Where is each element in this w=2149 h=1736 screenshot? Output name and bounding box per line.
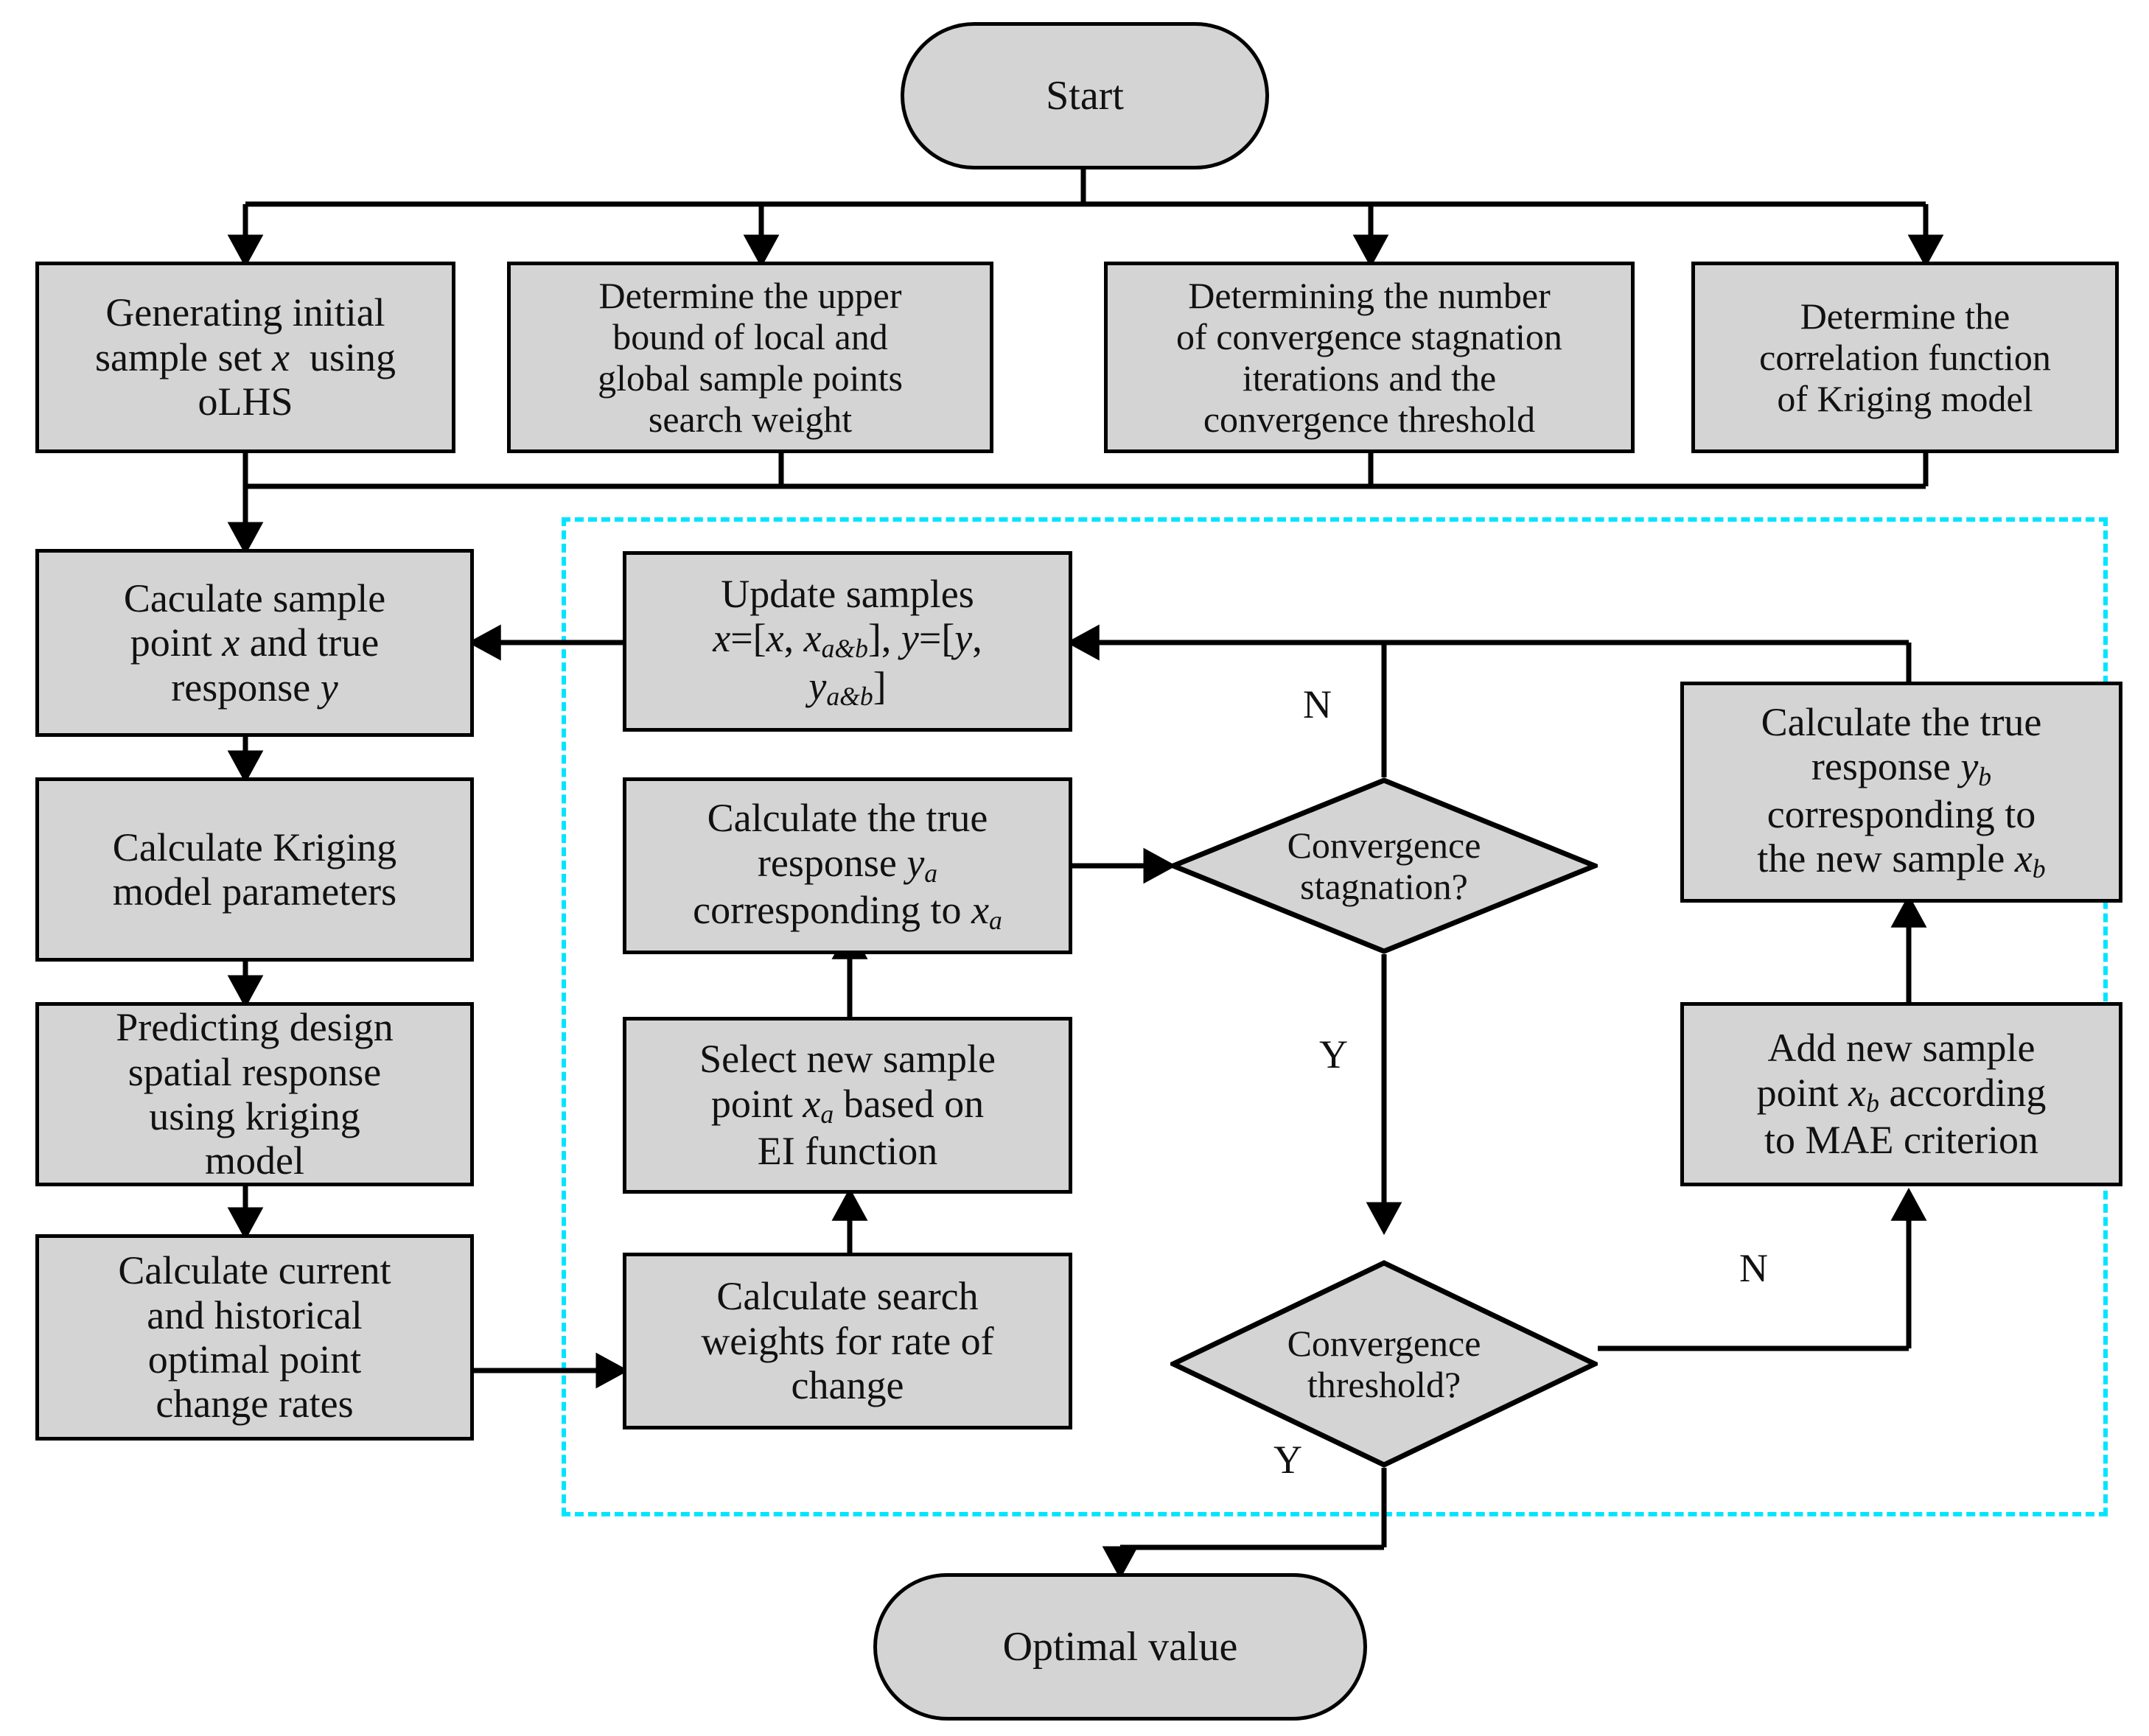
node-start-label: Start xyxy=(1046,72,1124,119)
node-optimal-value[interactable]: Optimal value xyxy=(873,1573,1367,1721)
edge-label-stagnation-no: N xyxy=(1303,682,1332,727)
edge-label-threshold-yes: Y xyxy=(1273,1438,1302,1482)
edge-label-threshold-no: N xyxy=(1739,1246,1768,1290)
node-optimal-value-label: Optimal value xyxy=(1002,1623,1238,1670)
edge-label-stagnation-yes: Y xyxy=(1319,1032,1348,1077)
node-start[interactable]: Start xyxy=(901,22,1269,169)
